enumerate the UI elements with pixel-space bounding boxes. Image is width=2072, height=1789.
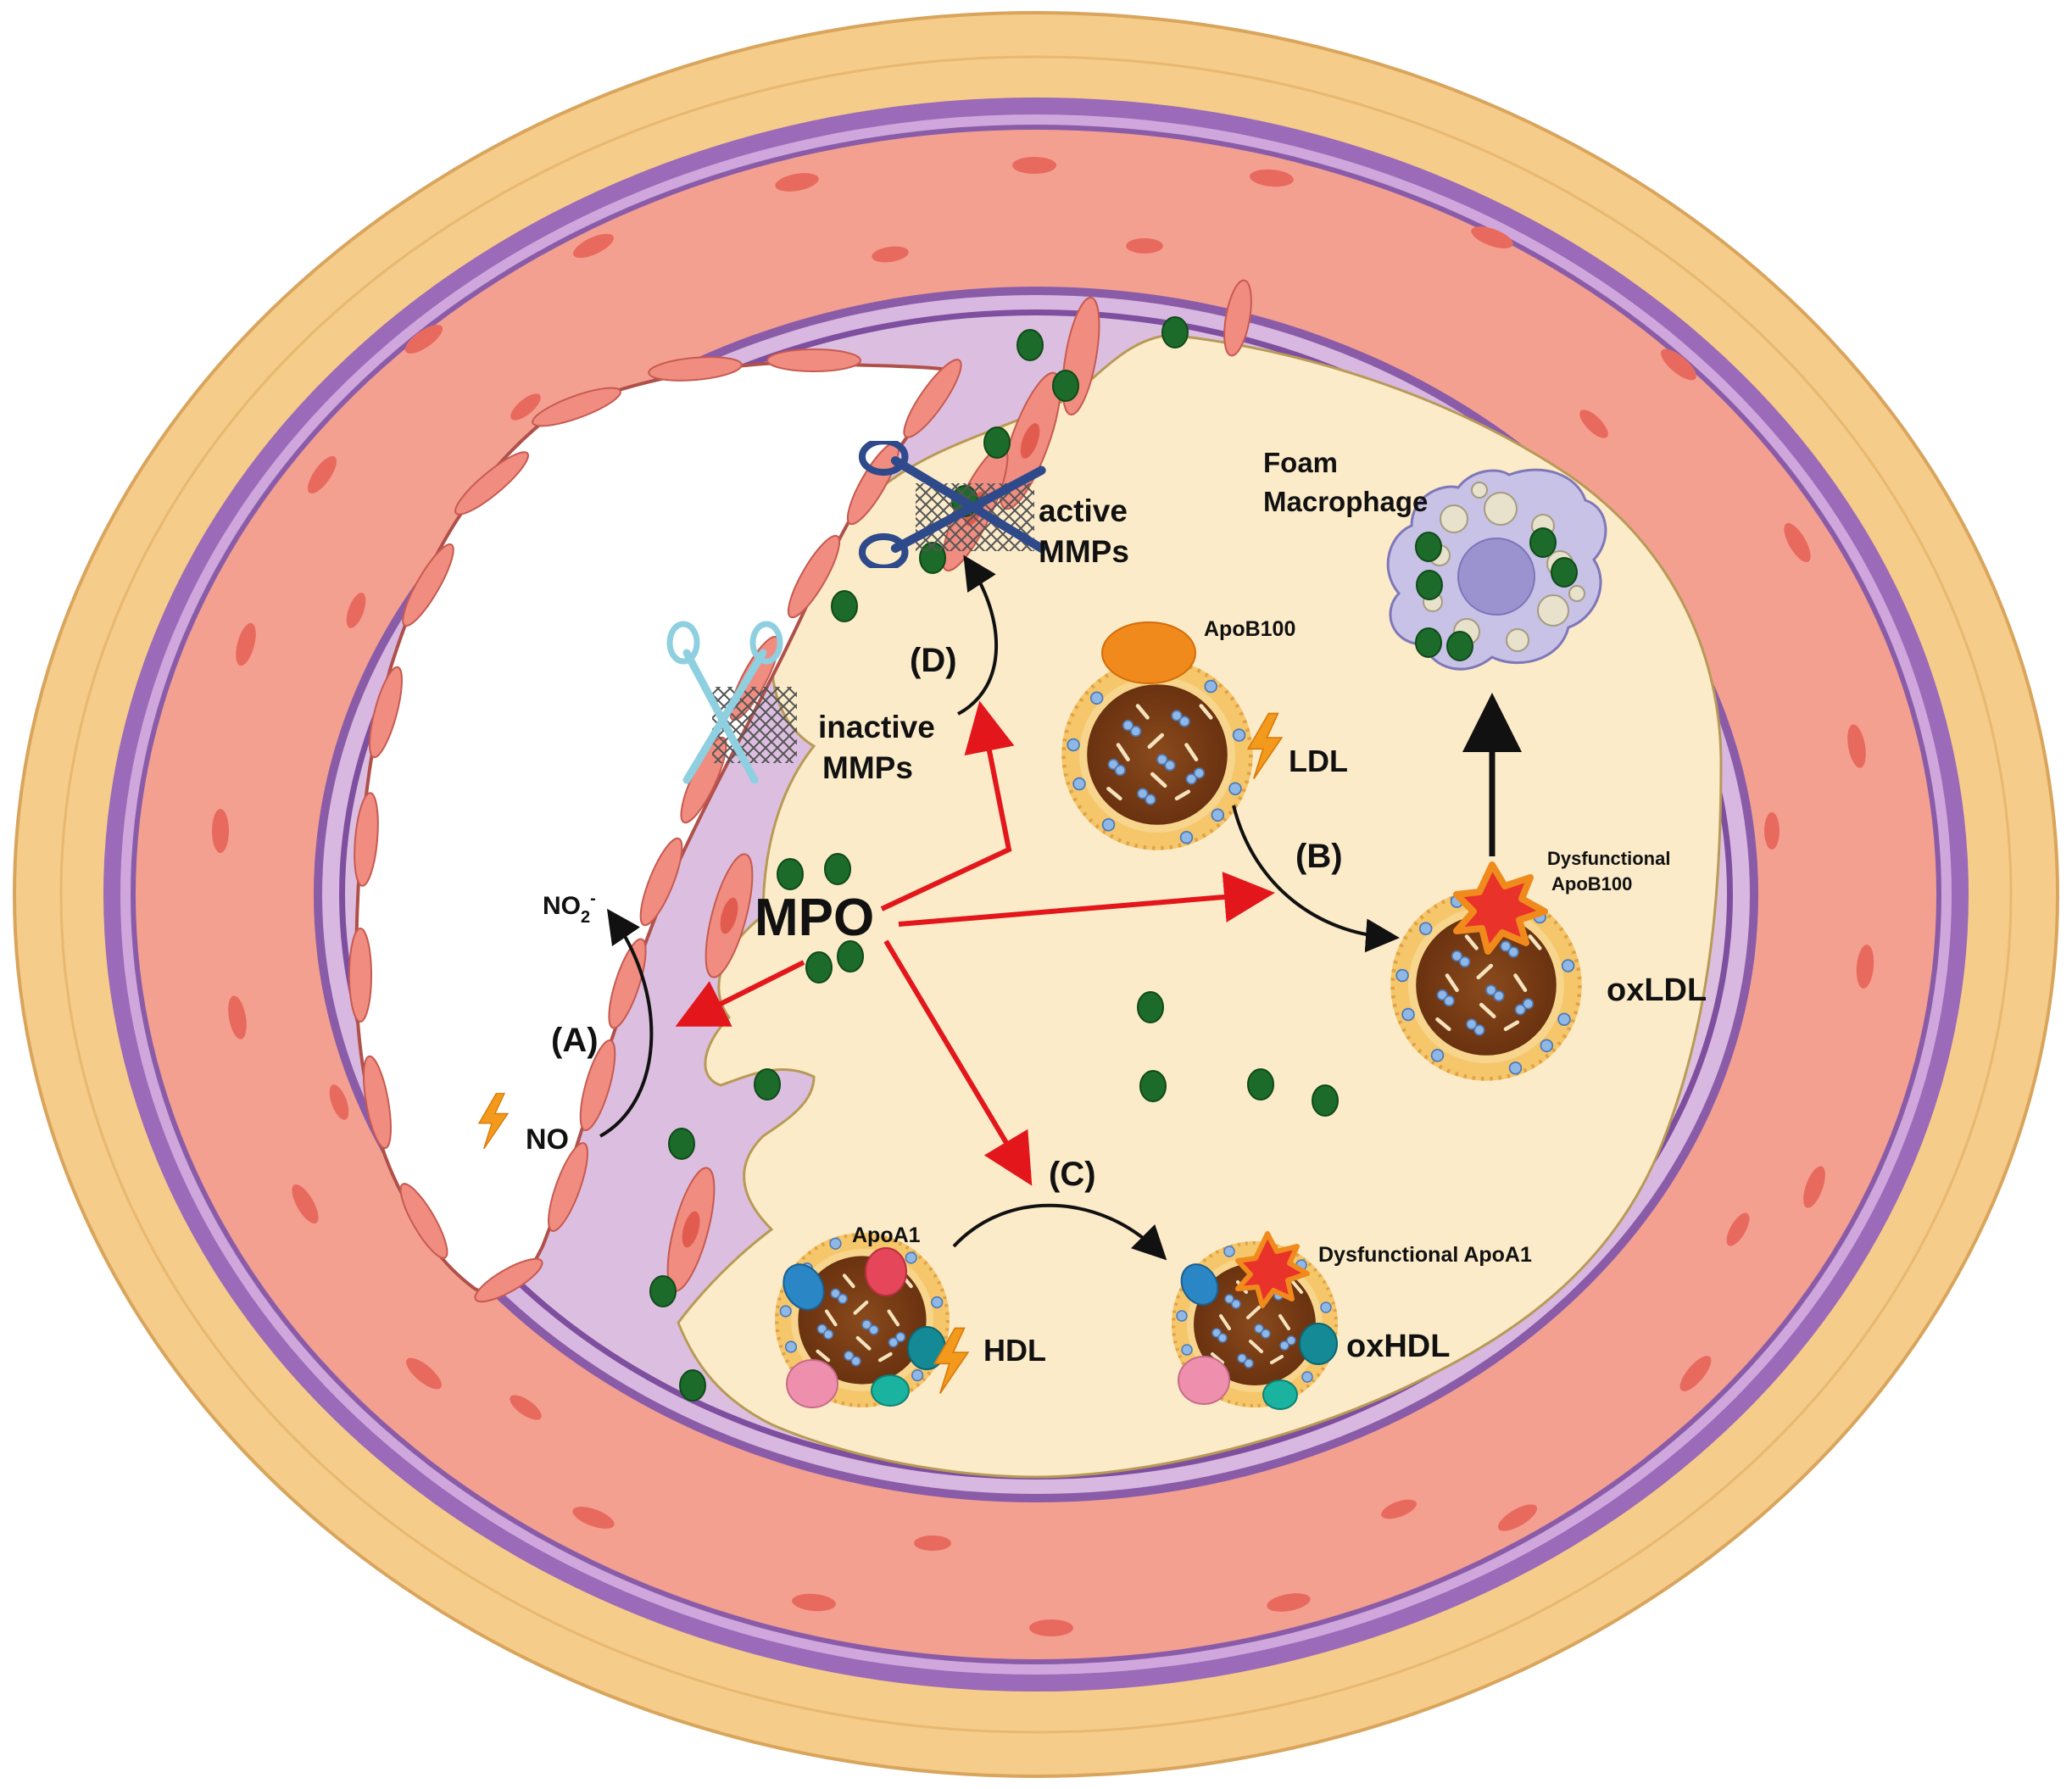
active-mmps [862, 441, 1042, 568]
label-step-a: (A) [551, 1022, 599, 1059]
mpo-arrow-d [880, 700, 1015, 911]
ldl-particle [1061, 621, 1252, 850]
label-macrophage: Macrophage [1263, 486, 1428, 517]
smooth-muscle-nuclei [212, 157, 1874, 1636]
label-apob100: ApoB100 [1204, 617, 1295, 641]
mpo-effect-arrows [675, 700, 1275, 1186]
label-mpo: MPO [755, 889, 874, 947]
label-step-c: (C) [1049, 1156, 1096, 1193]
label-inactive: inactive [818, 710, 935, 744]
label-step-b: (B) [1295, 838, 1343, 875]
label-active: active [1039, 493, 1128, 528]
mpo-arrow-a [675, 960, 805, 1027]
label-no: NO [526, 1123, 569, 1156]
pathway-arrows [599, 555, 1522, 1261]
arrow-b [1232, 805, 1400, 953]
label-apoa1: ApoA1 [852, 1223, 921, 1247]
inactive-mmps [670, 624, 797, 780]
label-inactive-mmps: MMPs [822, 750, 913, 785]
mpo-arrow-c [883, 939, 1033, 1186]
arrow-a [599, 908, 654, 1138]
label-dysfunctional-apob100-2: ApoB100 [1551, 873, 1632, 894]
foam-macrophage [1386, 468, 1607, 671]
arrow-d [957, 555, 999, 716]
oxldl-particle [1390, 861, 1581, 1081]
label-oxhdl: oxHDL [1346, 1329, 1450, 1364]
label-step-d: (D) [910, 642, 957, 679]
arrow-c [952, 1203, 1167, 1261]
oxhdl-particle [1170, 1231, 1340, 1410]
label-oxldl: oxLDL [1607, 973, 1707, 1008]
label-foam: Foam [1263, 447, 1338, 478]
apob100-protein [1101, 621, 1196, 684]
mpo-arrow-b [898, 872, 1275, 927]
label-hdl: HDL [983, 1333, 1046, 1368]
hdl-particle [775, 1233, 950, 1407]
damage-star-icon [1235, 1231, 1310, 1308]
label-dysfunctional-apob100-1: Dysfunctional [1547, 848, 1670, 869]
damage-star-icon [1453, 861, 1548, 955]
label-dysfunctional-apoa1: Dysfunctional ApoA1 [1318, 1243, 1532, 1267]
label-active-mmps: MMPs [1039, 534, 1129, 569]
label-ldl: LDL [1289, 744, 1348, 778]
label-no2: NO2- [543, 889, 596, 927]
